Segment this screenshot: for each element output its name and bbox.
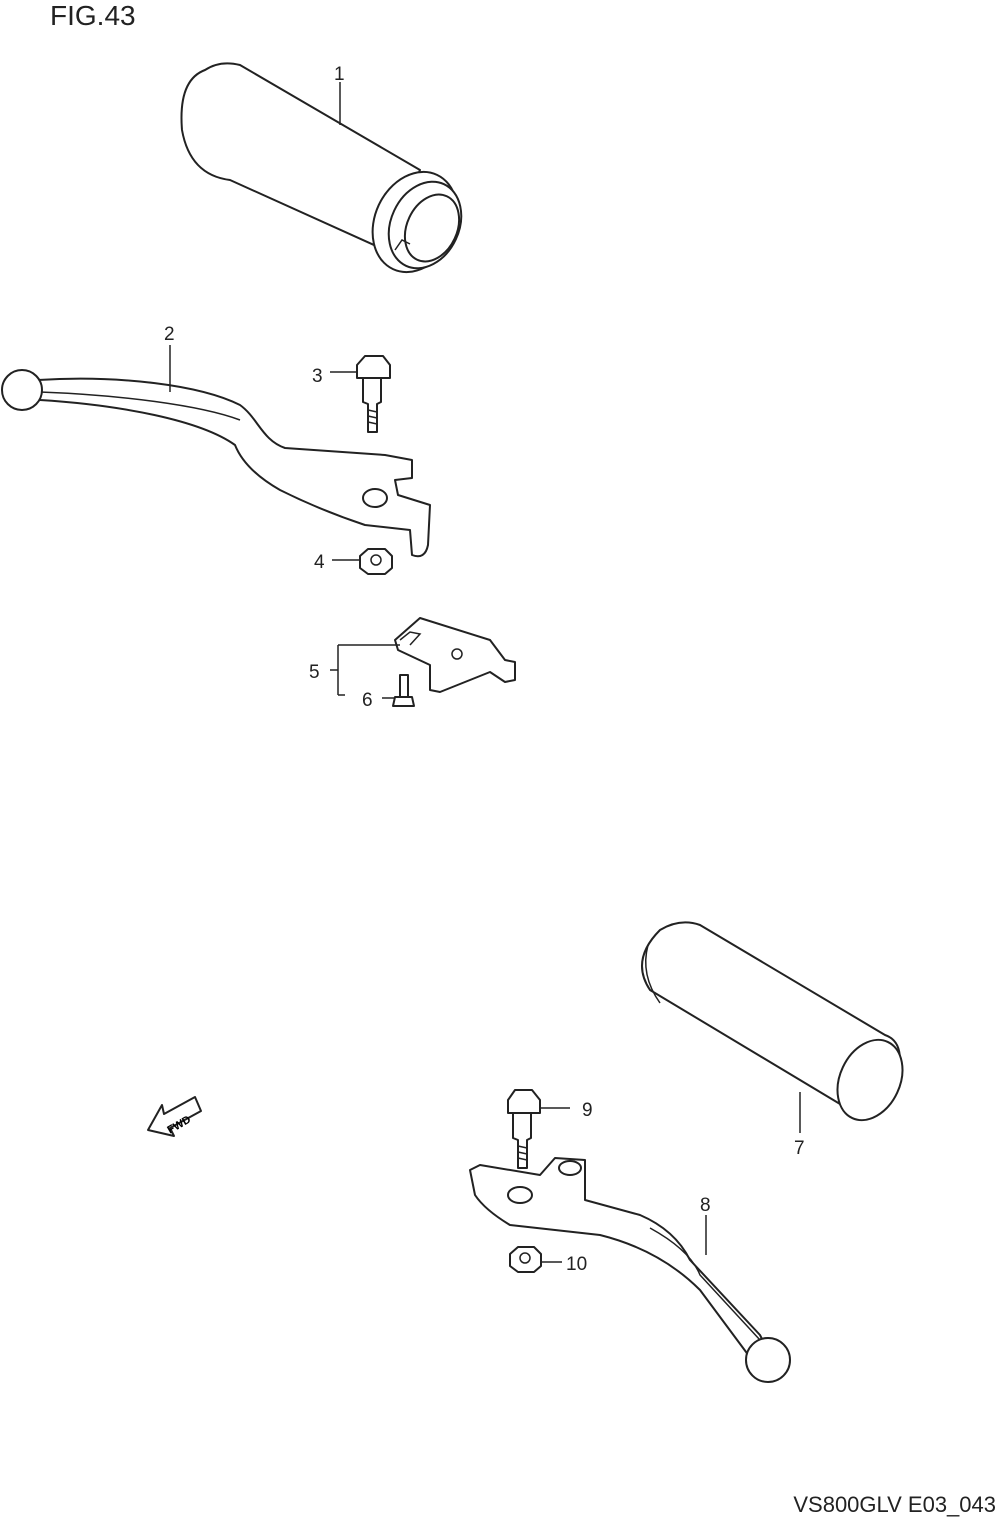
callout-3: 3 xyxy=(312,366,323,387)
bolt-part-9 xyxy=(507,1089,541,1169)
nut-part-10 xyxy=(509,1246,542,1273)
callout-2: 2 xyxy=(164,324,175,345)
callout-10: 10 xyxy=(566,1254,587,1275)
throttle-grip-part-1 xyxy=(180,62,463,274)
bolt-part-3 xyxy=(356,355,391,433)
leader-5 xyxy=(330,644,400,696)
callout-6: 6 xyxy=(362,690,373,711)
callout-5: 5 xyxy=(309,662,320,683)
switch-part-5 xyxy=(394,617,516,693)
clutch-lever-part-2 xyxy=(1,369,431,558)
screw-part-6 xyxy=(392,674,415,707)
callout-4: 4 xyxy=(314,552,325,573)
forward-direction-arrow: FWD xyxy=(147,1096,202,1137)
callout-9: 9 xyxy=(582,1100,593,1121)
callout-8: 8 xyxy=(700,1195,711,1216)
callout-1: 1 xyxy=(334,64,345,85)
nut-part-4 xyxy=(359,548,393,575)
callout-7: 7 xyxy=(794,1138,805,1159)
figure-code: VS800GLV E03_043 xyxy=(793,1492,996,1517)
right-grip-part-7 xyxy=(641,921,904,1122)
brake-lever-part-8 xyxy=(469,1157,791,1383)
figure-title: FIG.43 xyxy=(50,0,136,31)
